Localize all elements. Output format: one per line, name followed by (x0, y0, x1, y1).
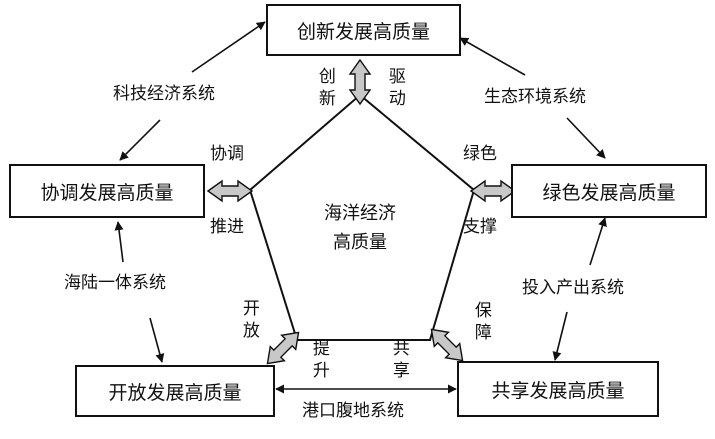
arrow-landsea-to-openness (149, 317, 165, 363)
block-arrow-green (469, 179, 517, 203)
mechanism-open-left: 开放 (242, 299, 260, 342)
arrow-io-to-green (589, 217, 607, 266)
node-openness: 开放发展高质量 (75, 365, 275, 417)
mechanism-green-top: 绿色 (463, 144, 497, 164)
arrow-tech-to-innovation (191, 21, 266, 73)
arrow-landsea-to-coordination (114, 221, 124, 263)
center-line-2: 高质量 (333, 231, 387, 253)
system-land-sea: 海陆一体系统 (62, 273, 168, 293)
system-port-hinterland: 港口腹地系统 (300, 401, 406, 421)
node-sharing: 共享发展高质量 (457, 361, 659, 417)
block-arrow-openness (266, 331, 300, 365)
block-arrow-coordination (206, 179, 254, 203)
arrow-io-to-sharing (552, 311, 568, 361)
mechanism-coordination-bottom: 推进 (210, 217, 244, 237)
center-line-1: 海洋经济 (324, 203, 396, 224)
mechanism-green-bottom: 支撑 (463, 217, 497, 237)
node-innovation: 创新发展高质量 (266, 4, 461, 56)
block-arrow-sharing (430, 328, 464, 362)
system-ecology-environment: 生态环境系统 (482, 87, 588, 107)
mechanism-share-right: 保障 (474, 301, 492, 344)
node-coordination: 协调发展高质量 (9, 164, 205, 218)
center-label: 海洋经济 高质量 (318, 200, 402, 258)
system-input-output: 投入产出系统 (520, 278, 626, 298)
pentagon (248, 93, 476, 341)
mechanism-share-left: 共享 (392, 339, 410, 382)
arrow-tech-to-coordination (119, 119, 161, 161)
mechanism-open-right: 提升 (312, 339, 330, 382)
arrow-eco-to-innovation (459, 37, 526, 76)
system-tech-economy: 科技经济系统 (111, 84, 217, 104)
mechanism-coordination-top: 协调 (210, 144, 244, 164)
node-green: 绿色发展高质量 (511, 164, 707, 218)
mechanism-innovation-right: 驱动 (388, 67, 406, 110)
arrow-eco-to-green (566, 117, 606, 159)
mechanism-innovation-left: 创新 (318, 67, 336, 110)
block-arrow-innovation (348, 58, 372, 106)
